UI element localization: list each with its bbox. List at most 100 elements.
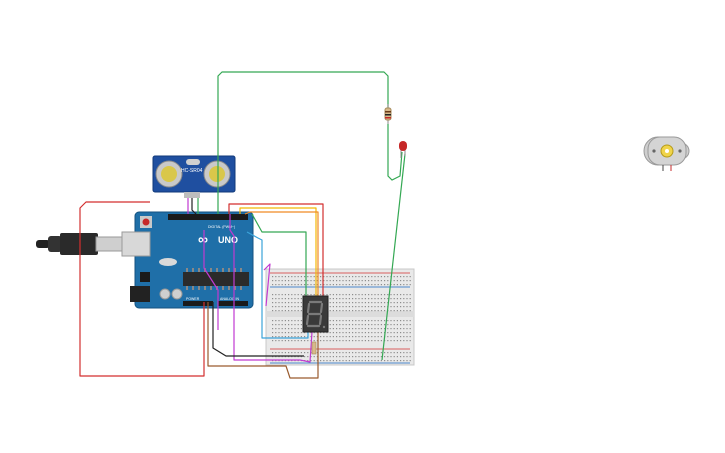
resistor[interactable] — [384, 104, 392, 124]
breadboard-hole — [339, 332, 341, 334]
breadboard-hole — [310, 332, 312, 334]
breadboard-hole — [278, 320, 280, 322]
dc-motor[interactable] — [643, 136, 690, 171]
breadboard-hole — [281, 284, 283, 286]
breadboard-hole — [288, 294, 290, 296]
wire-orange[interactable] — [244, 211, 319, 298]
breadboard-hole — [288, 306, 290, 308]
breadboard-hole — [288, 276, 290, 278]
breadboard-hole — [275, 284, 277, 286]
breadboard-hole — [380, 352, 382, 354]
breadboard-hole — [345, 310, 347, 312]
breadboard-hole — [275, 336, 277, 338]
breadboard-hole — [339, 280, 341, 282]
breadboard-hole — [396, 280, 398, 282]
breadboard[interactable] — [265, 268, 415, 366]
breadboard-hole — [320, 360, 322, 362]
breadboard-hole — [339, 298, 341, 300]
breadboard-hole — [352, 310, 354, 312]
breadboard-hole — [342, 328, 344, 330]
wire-magenta-1[interactable] — [229, 214, 313, 363]
breadboard-hole — [275, 324, 277, 326]
breadboard-hole — [377, 298, 379, 300]
breadboard-hole — [368, 352, 370, 354]
breadboard-hole — [371, 352, 373, 354]
display-resistor[interactable] — [311, 341, 317, 355]
breadboard-hole — [396, 306, 398, 308]
breadboard-hole — [297, 276, 299, 278]
wire-brown[interactable] — [207, 302, 319, 379]
breadboard-hole — [406, 298, 408, 300]
breadboard-hole — [374, 340, 376, 342]
wire-red-power[interactable] — [79, 201, 205, 377]
breadboard-hole — [371, 324, 373, 326]
breadboard-hole — [275, 332, 277, 334]
breadboard-hole — [358, 328, 360, 330]
wire-black[interactable] — [191, 198, 197, 215]
breadboard-hole — [371, 336, 373, 338]
breadboard-hole — [380, 356, 382, 358]
breadboard-hole — [364, 340, 366, 342]
breadboard-hole — [281, 320, 283, 322]
breadboard-hole — [272, 310, 274, 312]
usb-cable[interactable] — [36, 233, 125, 255]
breadboard-hole — [278, 294, 280, 296]
breadboard-hole — [310, 280, 312, 282]
wire-yellow[interactable] — [239, 207, 317, 298]
breadboard-hole — [403, 280, 405, 282]
breadboard-hole — [345, 356, 347, 358]
breadboard-hole — [320, 340, 322, 342]
breadboard-hole — [345, 340, 347, 342]
breadboard-hole — [272, 284, 274, 286]
breadboard-hole — [371, 302, 373, 304]
breadboard-hole — [348, 306, 350, 308]
wire-red-5v[interactable] — [228, 203, 324, 300]
wire-magenta-2[interactable] — [203, 230, 219, 330]
breadboard-hole — [326, 276, 328, 278]
breadboard-hole — [278, 276, 280, 278]
ultrasonic-sensor[interactable]: HC-SR04 — [152, 155, 236, 198]
breadboard-hole — [339, 328, 341, 330]
wire-black-gnd[interactable] — [212, 302, 304, 357]
breadboard-hole — [291, 280, 293, 282]
red-led[interactable] — [399, 141, 407, 158]
breadboard-hole — [396, 356, 398, 358]
breadboard-hole — [297, 284, 299, 286]
breadboard-hole — [390, 332, 392, 334]
breadboard-hole — [358, 320, 360, 322]
breadboard-hole — [291, 284, 293, 286]
breadboard-hole — [355, 352, 357, 354]
breadboard-hole — [288, 280, 290, 282]
wire-green-signal[interactable] — [217, 71, 389, 214]
wire-blue[interactable] — [246, 231, 309, 339]
breadboard-hole — [284, 284, 286, 286]
breadboard-hole — [304, 294, 306, 296]
breadboard-hole — [291, 340, 293, 342]
breadboard-hole — [304, 276, 306, 278]
wire-green-display[interactable] — [251, 213, 307, 298]
breadboard-hole — [374, 306, 376, 308]
breadboard-hole — [403, 328, 405, 330]
breadboard-hole — [406, 320, 408, 322]
breadboard-hole — [377, 352, 379, 354]
breadboard-hole — [352, 328, 354, 330]
breadboard-hole — [361, 306, 363, 308]
breadboard-hole — [342, 280, 344, 282]
wire-green-resistor-led[interactable] — [387, 124, 403, 181]
breadboard-hole — [332, 360, 334, 362]
breadboard-hole — [284, 324, 286, 326]
seven-segment-display[interactable] — [302, 295, 329, 333]
breadboard-hole — [275, 276, 277, 278]
breadboard-hole — [355, 324, 357, 326]
breadboard-hole — [352, 324, 354, 326]
arduino-uno-board[interactable]: ∞ UNO DIGITAL (PWM~) POWER ANALOG IN — [121, 211, 254, 309]
wire-green-led[interactable] — [381, 153, 406, 361]
breadboard-hole — [300, 284, 302, 286]
breadboard-hole — [320, 332, 322, 334]
breadboard-hole — [342, 302, 344, 304]
breadboard-hole — [387, 340, 389, 342]
breadboard-hole — [336, 360, 338, 362]
breadboard-hole — [390, 310, 392, 312]
wire-magenta-3[interactable] — [263, 263, 271, 307]
breadboard-hole — [320, 280, 322, 282]
